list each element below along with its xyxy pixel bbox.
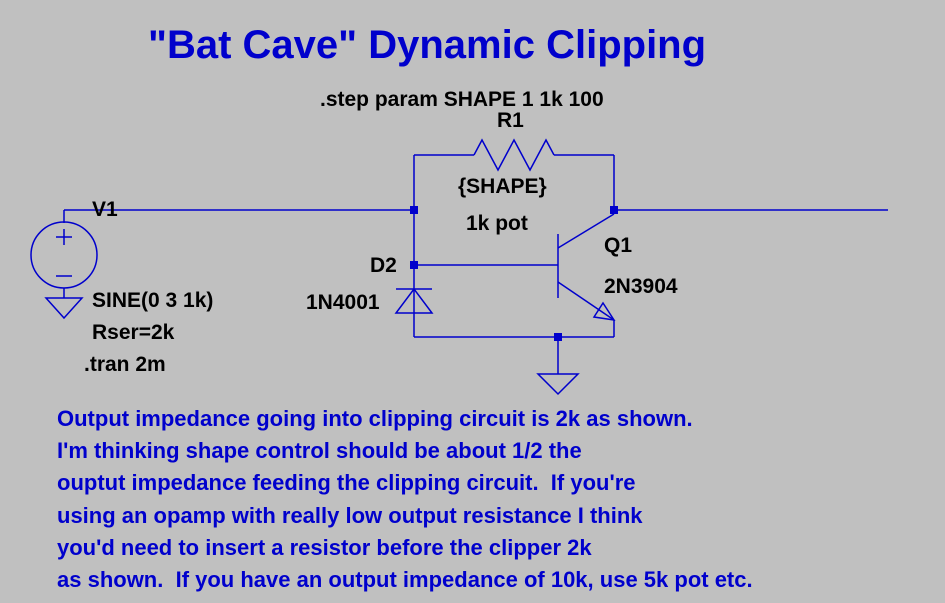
v1-value-label: SINE(0 3 1k): [92, 289, 214, 312]
comment-line: using an opamp with really low output re…: [57, 503, 643, 528]
junction-node: [410, 206, 418, 214]
r1-ref-label: R1: [497, 109, 524, 132]
q1-model-label: 2N3904: [604, 275, 678, 298]
comment-line: Output impedance going into clipping cir…: [57, 406, 693, 431]
q1-ref-label: Q1: [604, 234, 633, 257]
junction-node: [554, 333, 562, 341]
diode-d2-symbol: [394, 287, 434, 314]
transistor-q1-symbol: [557, 213, 616, 337]
junction-nodes: [410, 206, 618, 341]
resistor-r1-symbol: [473, 138, 555, 172]
diagram-title: "Bat Cave" Dynamic Clipping: [148, 23, 707, 67]
v1-ref-label: V1: [92, 198, 118, 221]
r1-value-label: {SHAPE}: [458, 175, 547, 198]
ground-icon: [536, 373, 580, 396]
comment-line: you'd need to insert a resistor before t…: [57, 535, 592, 560]
wires: [64, 154, 888, 374]
junction-node: [610, 206, 618, 214]
d2-model-label: 1N4001: [306, 291, 380, 314]
comment-line: as shown. If you have an output impedanc…: [57, 567, 753, 592]
v1-param-label: Rser=2k: [92, 321, 175, 344]
comment-line: ouptut impedance feeding the clipping ci…: [57, 470, 636, 495]
comment-line: I'm thinking shape control should be abo…: [57, 438, 582, 463]
d2-ref-label: D2: [370, 254, 397, 277]
tran-directive: .tran 2m: [84, 353, 166, 376]
r1-note-label: 1k pot: [466, 212, 528, 235]
step-directive: .step param SHAPE 1 1k 100: [320, 88, 604, 111]
junction-node: [410, 261, 418, 269]
voltage-source-v1-symbol: [30, 210, 98, 320]
